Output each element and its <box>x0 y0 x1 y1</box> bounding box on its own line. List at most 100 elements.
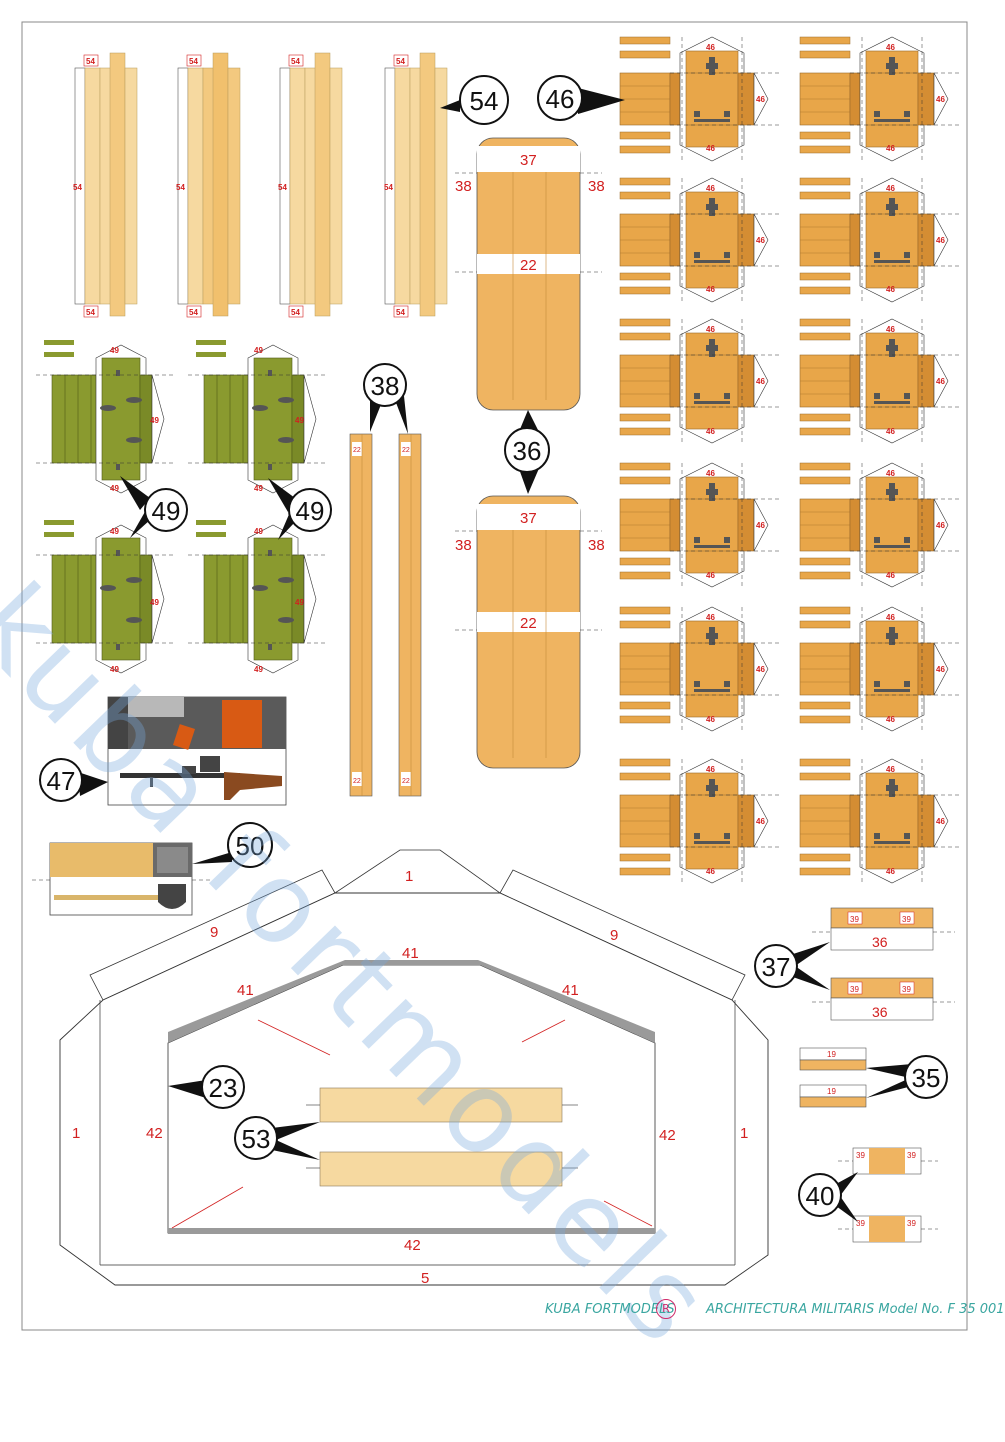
part-39-label: 39 <box>907 1151 916 1160</box>
part-9-label: 9 <box>210 924 218 941</box>
part-1-label: 1 <box>405 868 413 885</box>
callout-35-number: 35 <box>912 1063 941 1093</box>
part-54-label: 54 <box>291 308 300 317</box>
part-22-label: 22 <box>402 447 410 454</box>
small-panels-36-37 <box>812 907 955 1021</box>
part-54-label: 54 <box>291 57 300 66</box>
registered-mark-icon: R <box>656 1299 676 1319</box>
part-46-label: 46 <box>756 95 765 104</box>
part-54-label: 54 <box>176 183 185 192</box>
part-46-label: 46 <box>756 817 765 826</box>
part-49-label: 49 <box>110 527 119 536</box>
footer-model-number: ARCHITECTURA MILITARIS Model No. F 35 00… <box>706 1302 1005 1317</box>
plank-54-tags <box>83 54 409 318</box>
part-1-label: 1 <box>740 1125 748 1142</box>
part-46-label: 46 <box>886 613 895 622</box>
part-49-label: 49 <box>254 346 263 355</box>
part-41-label: 41 <box>237 982 254 999</box>
callout-49-right-number: 49 <box>296 496 325 526</box>
part-38-label: 38 <box>455 178 472 195</box>
part-46-label: 46 <box>756 236 765 245</box>
part-46-label: 46 <box>886 867 895 876</box>
part-38-label: 38 <box>588 178 605 195</box>
part-46-label: 46 <box>886 571 895 580</box>
table-leg-strips <box>349 433 422 797</box>
table-top-upper <box>455 137 602 411</box>
part-39-label: 39 <box>850 915 859 924</box>
part-54-label: 54 <box>278 183 287 192</box>
small-blocks-40 <box>838 1147 938 1243</box>
callout-54: 54 <box>440 75 509 125</box>
callout-36-number: 36 <box>513 436 542 466</box>
part-46-label: 46 <box>706 867 715 876</box>
plank-group-54: 54 54 54 54 54 54 54 54 54 54 54 54 <box>73 52 448 318</box>
part-49-label: 49 <box>150 416 159 425</box>
part-22-label: 22 <box>353 778 361 785</box>
part-46-label: 46 <box>886 43 895 52</box>
part-46-label: 46 <box>886 144 895 153</box>
part-36-label: 36 <box>872 934 888 950</box>
plank-set-3 <box>279 52 343 317</box>
part-46-label: 46 <box>936 665 945 674</box>
part-46-label: 46 <box>886 427 895 436</box>
shovel-card <box>32 842 210 916</box>
green-bench <box>187 339 329 494</box>
plank-set-4 <box>384 52 448 317</box>
part-49-label: 49 <box>150 598 159 607</box>
part-46-label: 46 <box>886 325 895 334</box>
part-46-label: 46 <box>706 427 715 436</box>
base-plate <box>59 849 769 1286</box>
part-39-label: 39 <box>907 1219 916 1228</box>
part-22-label: 22 <box>353 447 361 454</box>
part-46-label: 46 <box>706 469 715 478</box>
part-46-label: 46 <box>706 571 715 580</box>
part-36-label: 36 <box>872 1004 888 1020</box>
part-37-label: 37 <box>520 152 537 169</box>
part-46-label: 46 <box>706 144 715 153</box>
part-46-label: 46 <box>756 665 765 674</box>
callout-23-number: 23 <box>209 1073 238 1103</box>
callout-37-number: 37 <box>762 952 791 982</box>
part-46-label: 46 <box>706 43 715 52</box>
part-46-label: 46 <box>706 285 715 294</box>
part-46-label: 46 <box>936 95 945 104</box>
part-46-label: 46 <box>936 521 945 530</box>
part-39-label: 39 <box>902 915 911 924</box>
part-54-label: 54 <box>73 183 82 192</box>
green-bench <box>187 519 329 674</box>
part-46-label: 46 <box>706 184 715 193</box>
part-39-label: 39 <box>850 985 859 994</box>
part-46-label: 46 <box>886 765 895 774</box>
part-49-label: 49 <box>295 598 304 607</box>
part-54-label: 54 <box>86 57 95 66</box>
part-5-label: 5 <box>421 1270 429 1287</box>
part-54-label: 54 <box>86 308 95 317</box>
callout-36: 36 <box>504 410 550 494</box>
part-37-label: 37 <box>520 510 537 527</box>
part-46-label: 46 <box>936 236 945 245</box>
part-22-label: 22 <box>520 615 537 632</box>
table-top-lower <box>455 495 602 769</box>
footer-brand: KUBA FORTMODELS <box>545 1302 675 1317</box>
crate-grid <box>619 36 961 884</box>
callout-46: 46 <box>537 75 625 121</box>
part-42-label: 42 <box>146 1125 163 1142</box>
callout-47: 47 <box>39 758 108 802</box>
part-19-label: 19 <box>827 1087 836 1096</box>
part-9-label: 9 <box>610 927 618 944</box>
plank-set-1 <box>74 52 138 317</box>
callout-40-number: 40 <box>806 1181 835 1211</box>
part-46-label: 46 <box>886 285 895 294</box>
part-41-label: 41 <box>402 945 419 962</box>
part-49-label: 49 <box>254 665 263 674</box>
callout-49-left: 49 <box>120 476 188 538</box>
part-41-label: 41 <box>562 982 579 999</box>
callout-47-number: 47 <box>47 766 76 796</box>
part-54-label: 54 <box>189 308 198 317</box>
sheet-border <box>21 21 968 1331</box>
part-39-label: 39 <box>856 1151 865 1160</box>
callout-23: 23 <box>168 1065 245 1109</box>
callout-50-number: 50 <box>236 831 265 861</box>
part-49-label: 49 <box>110 484 119 493</box>
part-38-label: 38 <box>588 537 605 554</box>
